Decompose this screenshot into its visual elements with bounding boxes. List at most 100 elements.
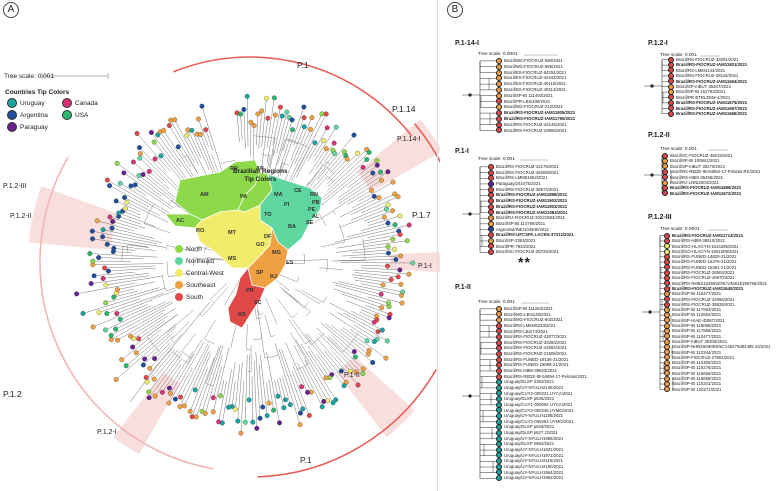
brazil-regions-map: RR AP AM PA MA CE RN PB PE AL SE PI TO B…	[164, 159, 323, 329]
tip-row: Uruguay/UY-NYULH2136/2021	[496, 384, 587, 391]
tip-dot	[496, 345, 502, 352]
tip-dot	[668, 110, 674, 117]
tip-dot	[496, 418, 502, 425]
tree-tip	[319, 404, 325, 410]
tree-tip	[386, 315, 392, 321]
svg-text:DF: DF	[264, 234, 272, 240]
tree-tip	[152, 393, 158, 399]
tree-tip	[146, 389, 152, 395]
tree-tip	[80, 311, 86, 316]
tip-label: Brazil/RS-FIOCRUZ-IAM11666/2021	[676, 110, 748, 116]
tree-tip	[103, 282, 109, 288]
tip-row: Brazil/MG-FIOCRUZ-602/2021	[496, 317, 587, 324]
tree-tip	[323, 375, 329, 381]
clade-label-p1-2-i: P.1.2-I	[97, 429, 117, 436]
tree-tip	[383, 206, 389, 212]
tip-dot	[496, 115, 502, 122]
tip-label: Brazil/RS-FIOCRUZ-IAM11902/2021	[496, 198, 568, 204]
tree-tip	[406, 222, 412, 228]
tip-label: Paraguay/244475/2021	[496, 181, 541, 187]
tip-dot	[496, 63, 502, 70]
tree-tip	[352, 354, 358, 360]
tip-label: Brazil/RS-FIOCRUZ-IAM12063/2021	[496, 209, 568, 215]
tree-tip	[161, 127, 167, 133]
tree-tip	[360, 366, 366, 372]
tip-row: Brazil/RS-FIOCRUZ-38673/2021	[488, 186, 574, 193]
tip-row: Brazil/RS-FUNED-19098-21/2021	[496, 362, 587, 369]
svg-text:PI: PI	[284, 202, 290, 208]
tree-tip	[323, 111, 329, 117]
tip-dot	[496, 390, 502, 397]
tree-tip	[283, 397, 288, 403]
tip-label: Uruguay/UY-NYULH1962/2021	[504, 475, 564, 481]
tip-dot	[496, 356, 502, 363]
tree-tip	[148, 130, 154, 135]
tree-tip	[90, 258, 96, 264]
tree-tip	[107, 183, 112, 189]
tip-label: Brazil/RS-FIOCRUZ-45208/2021	[496, 169, 559, 175]
svg-text:GO: GO	[256, 242, 265, 248]
tree-tip	[74, 291, 80, 297]
tree-tip	[136, 173, 142, 178]
tip-label: Brazil/MG-FIOCRUZ-602/2021	[504, 317, 563, 323]
tip-row: Brazil/PR-7834/2021	[488, 243, 574, 250]
tip-row: Uruguay/UY-NYULH1195/2021	[496, 413, 587, 419]
tree-tip	[393, 257, 399, 262]
tree-tip	[301, 115, 307, 121]
tip-dot	[496, 110, 502, 117]
tip-row: Uruguay/CUY2-000231 UYCA/2021	[496, 390, 587, 397]
tip-label: Uruguay/DLSP 2392/2021	[504, 379, 555, 385]
tip-dot	[496, 57, 502, 64]
northeast-swatch	[175, 257, 183, 265]
tree-tip	[102, 265, 108, 271]
tip-label: Brazil/RS-FIOCRUZ-38628/2021	[672, 301, 735, 307]
clade-label-p1-i: P.1-I	[418, 263, 432, 270]
tree-tip	[195, 116, 201, 122]
tip-label: Brazil/SP-IB 120272/2021	[672, 386, 722, 392]
tree-tip	[104, 241, 110, 247]
clade-label-p1-bottom: P.1	[300, 455, 312, 465]
tree-tip	[309, 115, 315, 121]
tree-tip	[140, 172, 146, 178]
south-region	[227, 267, 266, 329]
clade-label-p1-2: P.1.2	[3, 389, 22, 399]
countries-legend: Uruguay Canada Argentina USA Paraguay	[7, 98, 127, 158]
tip-label: Brazil/PR-LBI1408/2021	[504, 98, 551, 104]
svg-text:MG: MG	[272, 250, 281, 256]
tree-tip	[235, 418, 241, 424]
tree-tip	[131, 159, 136, 165]
tree-tip	[257, 415, 263, 421]
svg-text:AP: AP	[256, 166, 264, 172]
tree-tip	[398, 281, 404, 287]
tip-row: Brazil/SC-FIOCRUZ-26729/2021	[488, 249, 574, 256]
wedge-p1-2-iii	[28, 186, 119, 250]
tree-tip	[397, 213, 403, 219]
tip-dot	[496, 475, 502, 482]
tree-tip	[366, 149, 372, 155]
tree-tip	[321, 138, 327, 144]
tree-tip	[124, 199, 130, 205]
tree-tip	[91, 273, 97, 279]
tip-dot	[496, 317, 502, 324]
tree-tip	[395, 274, 401, 280]
tip-row: Brazil/MG-FIOCRUZ-585/2021	[496, 63, 575, 70]
tree-tip	[324, 125, 330, 131]
svg-text:AC: AC	[176, 218, 184, 224]
svg-text:SC: SC	[254, 300, 262, 306]
subtree-title-p1-2-ii: P.1.2-II	[648, 132, 670, 139]
tree-tip	[100, 275, 106, 281]
tree-tip	[271, 95, 277, 101]
tip-row: Uruguay/DLSP p628/2021	[496, 424, 587, 431]
tree-tip	[110, 219, 116, 224]
tip-dot	[496, 413, 502, 419]
tip-dot	[496, 407, 502, 414]
tree-tip	[177, 404, 183, 410]
countries-legend-title: Countries Tip Colors	[5, 89, 70, 96]
tree-tip	[385, 250, 391, 256]
tip-dot	[496, 81, 502, 88]
tree-tip	[266, 400, 272, 406]
tip-dot	[488, 186, 494, 193]
svg-text:ES: ES	[286, 260, 294, 266]
